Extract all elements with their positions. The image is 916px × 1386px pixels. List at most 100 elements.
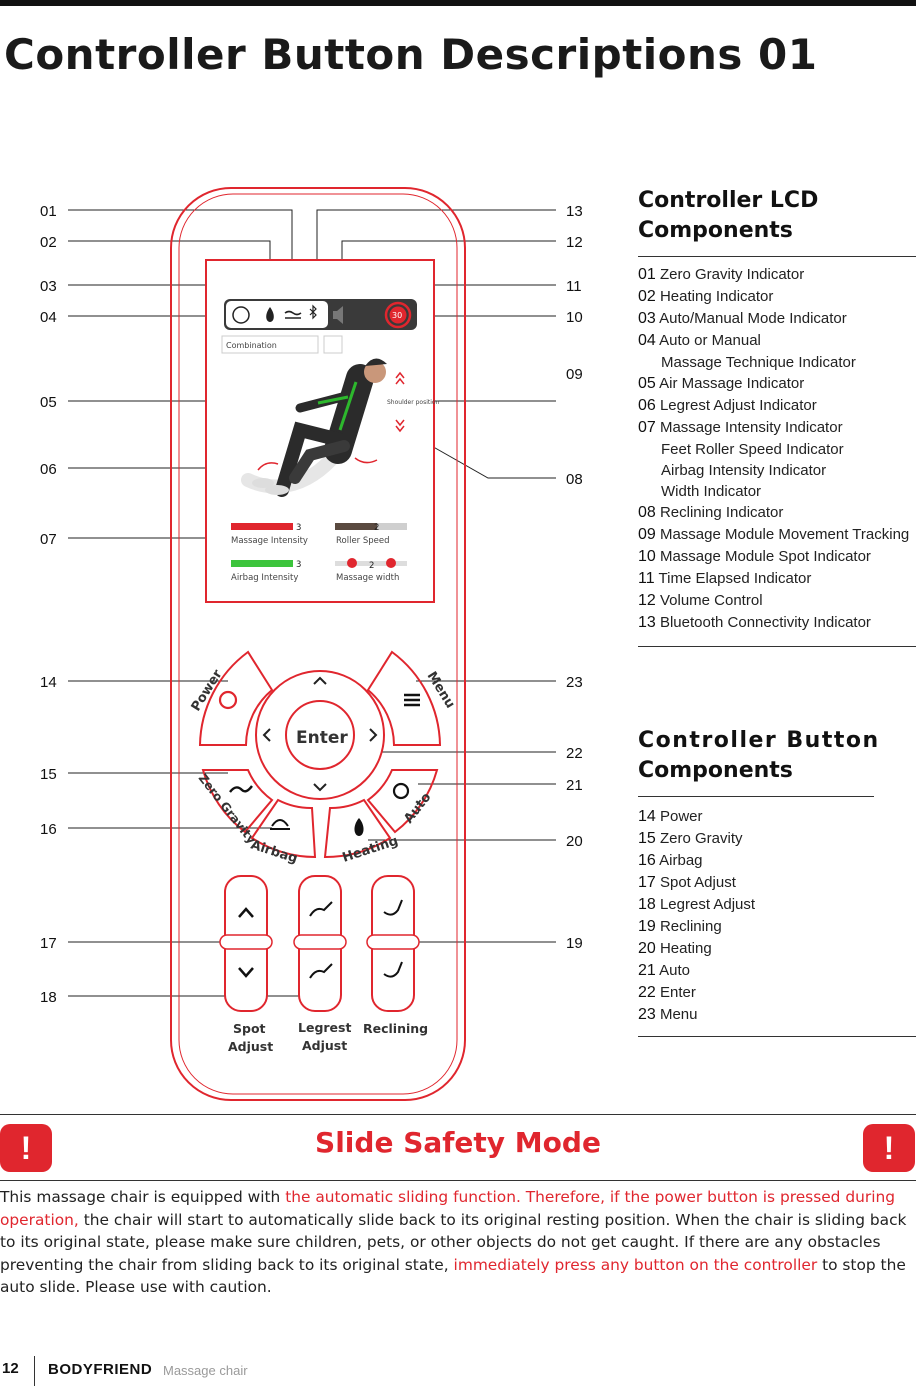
component-item: 14 Power: [638, 806, 916, 828]
callout-06: 06: [40, 461, 57, 478]
component-item: 07 Massage Intensity Indicator: [638, 417, 916, 439]
component-number: 22: [638, 984, 656, 1001]
lcd-components-section: Controller LCD Components 01 Zero Gravit…: [638, 186, 916, 647]
timer-ring: [384, 301, 412, 329]
airbag-label: Airbag: [249, 838, 300, 867]
airbag-button: [250, 798, 317, 859]
component-text: Enter: [659, 984, 696, 1001]
component-number: 23: [638, 1006, 656, 1023]
component-item: 09 Massage Module Movement Tracking: [638, 524, 916, 546]
component-number: 13: [638, 614, 656, 631]
brand-logo: BODYFRIEND: [48, 1361, 153, 1378]
component-item: 19 Reclining: [638, 916, 916, 938]
component-number: 10: [638, 548, 656, 565]
component-item: 06 Legrest Adjust Indicator: [638, 395, 916, 417]
safety-text-2: the automatic sliding function. Therefor…: [0, 1188, 895, 1229]
callout-22: 22: [566, 745, 583, 762]
callout-17: 17: [40, 935, 57, 952]
heating-label: Heating: [341, 834, 401, 866]
recline-up-icon: [383, 961, 403, 978]
component-text: Auto/Manual Mode Indicator: [659, 310, 847, 327]
component-item: 04 Auto or Manual: [638, 330, 916, 352]
safety-bottom-rule: [0, 1180, 916, 1181]
component-item: 10 Massage Module Spot Indicator: [638, 546, 916, 568]
component-number: 14: [638, 808, 656, 825]
lcd-dropdown: [221, 335, 319, 354]
recline-back-icon: [383, 899, 403, 916]
component-text: Legrest Adjust Indicator: [659, 397, 817, 414]
component-number: 18: [638, 896, 656, 913]
callout-09: 09: [566, 366, 583, 383]
power-button: [198, 650, 274, 746]
component-item-continuation: Width Indicator: [661, 483, 762, 500]
spot-up-icon: [238, 907, 254, 918]
lcd-shoulder-label: Shoulder position: [387, 399, 440, 406]
safety-paragraph: This massage chair is equipped with the …: [0, 1186, 916, 1299]
component-number: 15: [638, 830, 656, 847]
bar-massage-width: [335, 561, 407, 566]
callout-12: 12: [566, 234, 583, 251]
component-item: 16 Airbag: [638, 850, 916, 872]
component-text: Reclining Indicator: [659, 504, 784, 521]
component-number: 09: [638, 526, 656, 543]
component-text: Massage Intensity Indicator: [659, 419, 843, 436]
component-number: 04: [638, 332, 656, 349]
lcd-roller-speed-label: Roller Speed: [336, 536, 390, 546]
reclining-label: Reclining: [363, 1021, 428, 1036]
enter-button: [285, 700, 355, 770]
controller-diagram: 01 02 03 04 05 06 07 14 15 16 17 18 13 1…: [40, 187, 583, 1101]
callout-05: 05: [40, 394, 57, 411]
callout-14: 14: [40, 674, 57, 691]
button-components-title-1: Controller Button: [638, 728, 880, 753]
callout-18: 18: [40, 989, 57, 1006]
footer-divider: [34, 1356, 35, 1386]
button-components-title-2: Components: [638, 758, 793, 783]
lcd-heating-icon: [266, 307, 274, 322]
footer-subtitle: Massage chair: [163, 1363, 248, 1378]
callout-10: 10: [566, 309, 583, 326]
menu-icon: [404, 693, 420, 707]
component-number: 02: [638, 288, 656, 305]
down-arrow-icon: [313, 783, 327, 792]
lcd-roller-speed-value: 2: [374, 523, 379, 533]
lcd-components-title-1: Controller LCD: [638, 188, 819, 213]
component-text: Time Elapsed Indicator: [658, 570, 812, 587]
component-text: Auto or Manual: [659, 332, 761, 349]
component-text: Massage Module Movement Tracking: [659, 526, 910, 543]
component-text: Menu: [659, 1006, 698, 1023]
zero-gravity-label: Zero Gravity: [196, 771, 259, 846]
legrest-label-2: Adjust: [302, 1038, 347, 1053]
component-text: Reclining: [659, 918, 722, 935]
component-item: 17 Spot Adjust: [638, 872, 916, 894]
component-number: 17: [638, 874, 656, 891]
section-rule: [638, 646, 916, 647]
callout-23: 23: [566, 674, 583, 691]
lcd-airbag-intensity-value: 3: [296, 560, 301, 570]
component-item-continuation: Massage Technique Indicator: [661, 354, 856, 371]
component-text: Heating: [659, 940, 712, 957]
safety-text-5: to stop the auto slide. Please use with …: [0, 1255, 906, 1297]
callout-16: 16: [40, 821, 57, 838]
menu-label: Menu: [424, 669, 458, 711]
callout-15: 15: [40, 766, 57, 783]
callout-02: 02: [40, 234, 57, 251]
component-text: Air Massage Indicator: [659, 375, 805, 392]
lcd-airbag-intensity-label: Airbag Intensity: [231, 573, 298, 583]
auto-button: [366, 769, 439, 834]
component-text: Heating Indicator: [659, 288, 774, 305]
safety-text-4: immediately press any button on the cont…: [453, 1255, 818, 1274]
callout-20: 20: [566, 833, 583, 850]
component-item: 15 Zero Gravity: [638, 828, 916, 850]
lcd-dropdown-value: Combination: [226, 341, 277, 350]
bar-roller-speed: [335, 523, 377, 530]
lcd-chair-figure: [241, 358, 405, 497]
up-arrow-icon: [313, 676, 327, 685]
component-item: 18 Legrest Adjust: [638, 894, 916, 916]
spot-label-2: Adjust: [228, 1039, 273, 1054]
lcd-massage-intensity-value: 3: [296, 523, 301, 533]
component-text: Auto: [659, 962, 690, 979]
component-text: Legrest Adjust: [659, 896, 756, 913]
legrest-down-icon: [309, 963, 333, 979]
